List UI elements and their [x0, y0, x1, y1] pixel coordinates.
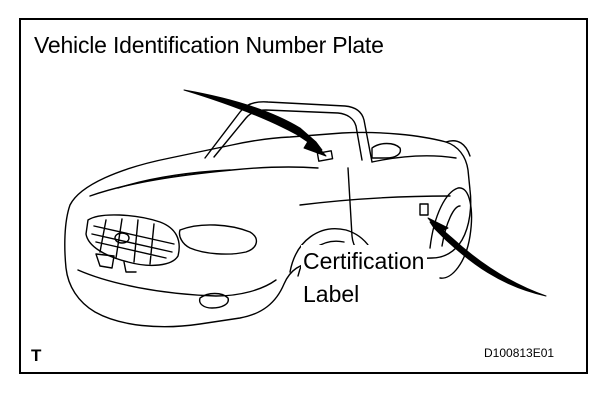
- arrow-to-certification-label-head: [427, 217, 449, 233]
- rear-wheel: [429, 187, 473, 279]
- side-crease: [299, 195, 451, 206]
- reference-code: D100813E01: [484, 346, 555, 360]
- car-body-outline: [64, 131, 472, 328]
- arrow-to-vin-plate: [183, 89, 323, 151]
- callout-line-1: Certification: [303, 248, 425, 274]
- windshield-inner: [213, 109, 363, 161]
- fog-light: [198, 292, 229, 309]
- front-bumper: [77, 269, 277, 297]
- door-line: [347, 167, 373, 258]
- certification-label-callout: Certification Label: [301, 245, 428, 311]
- door-top: [371, 155, 457, 163]
- grille: [85, 214, 180, 267]
- arrow-to-certification-label: [429, 221, 547, 297]
- hood-center: [117, 169, 231, 189]
- callout-line-2: Label: [303, 281, 360, 307]
- vin-plate-marker: [316, 150, 334, 162]
- headlight: [178, 224, 257, 255]
- certification-label-marker: [419, 203, 429, 216]
- corner-mark: T: [31, 346, 42, 365]
- figure-title: Vehicle Identification Number Plate: [34, 32, 384, 58]
- diagram-frame: [19, 18, 588, 374]
- side-mirror: [371, 142, 402, 159]
- arrow-to-vin-plate-head: [303, 137, 327, 157]
